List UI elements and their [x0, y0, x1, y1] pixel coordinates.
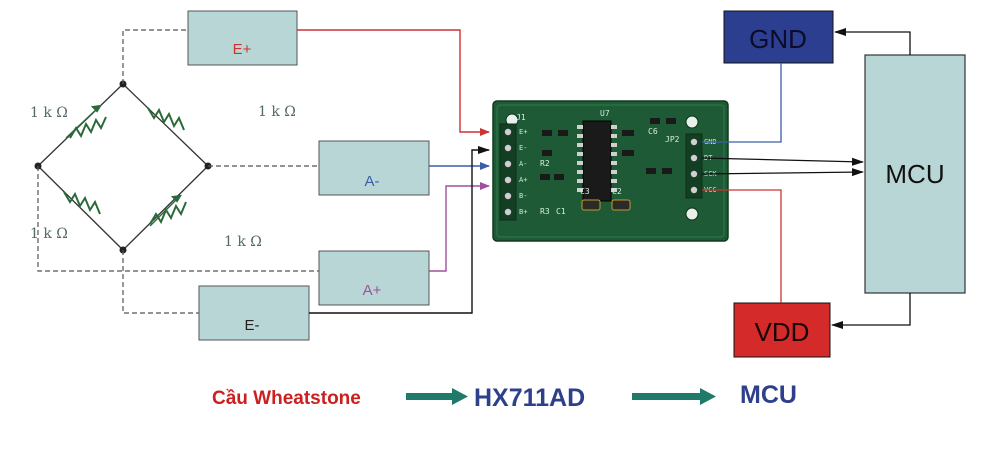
signal-label-a-minus: A- [365, 173, 380, 190]
svg-text:R3: R3 [540, 207, 550, 216]
flow-arrow [406, 388, 468, 405]
gnd-box: GND [723, 10, 834, 64]
signal-box-a-minus: A- [318, 140, 430, 196]
left-header: E+ E- A- A+ B- B+ [499, 123, 527, 221]
wire-data-lines [701, 157, 864, 177]
svg-text:C1: C1 [556, 207, 566, 216]
hx711-chip [577, 120, 617, 202]
flow-step-mcu: MCU [740, 381, 797, 409]
mounting-hole [685, 207, 699, 221]
resistor-label-bottom-left: 1 k Ω [30, 226, 68, 242]
wire-gnd [702, 28, 911, 143]
bridge-dashed-leads [37, 29, 319, 314]
pin-label-left: E- [519, 144, 527, 152]
svg-text:C3: C3 [580, 187, 590, 196]
vdd-box: VDD [733, 302, 831, 358]
resistor-label-bottom-right: 1 k Ω [224, 234, 262, 250]
resistor-top-right [147, 107, 185, 131]
svg-text:C2: C2 [612, 187, 622, 196]
svg-text:J1: J1 [516, 113, 526, 122]
mounting-hole [685, 115, 699, 129]
flow-step-wheatstone: Cầu Wheatstone [212, 388, 361, 409]
pin-label-left: A- [519, 160, 527, 168]
signal-box-a-plus: A+ [318, 250, 430, 306]
pin-label-left: E+ [519, 128, 527, 136]
signal-box-e-minus: E- [198, 285, 310, 341]
svg-text:U7: U7 [600, 109, 610, 118]
resistor-bottom-right [149, 194, 187, 227]
resistor-label-top-left: 1 k Ω [30, 105, 68, 121]
wire-e-plus [297, 29, 490, 136]
flow-arrow [632, 388, 716, 405]
flow-caption: Cầu Wheatstone HX711AD MCU [212, 381, 797, 412]
wire-vdd [702, 189, 911, 329]
gnd-label: GND [749, 24, 807, 54]
signal-label-a-plus: A+ [363, 282, 382, 299]
wire-a-plus [429, 182, 490, 272]
mcu-box: MCU [864, 54, 966, 294]
signal-label-e-plus: E+ [233, 41, 252, 58]
svg-text:C6: C6 [648, 127, 658, 136]
mcu-label: MCU [885, 159, 944, 189]
flow-step-hx711: HX711AD [474, 384, 585, 412]
pin-label-left: B- [519, 192, 527, 200]
svg-text:JP2: JP2 [665, 135, 680, 144]
vdd-label: VDD [755, 317, 810, 347]
wheatstone-bridge: 1 k Ω 1 k Ω 1 k Ω 1 k Ω [30, 80, 296, 254]
wire-e-minus [309, 146, 490, 314]
signal-label-e-minus: E- [245, 317, 260, 334]
pcb-components [540, 118, 676, 211]
pin-label-left: A+ [519, 176, 527, 184]
resistor-label-top-right: 1 k Ω [258, 104, 296, 120]
pin-label-left: B+ [519, 208, 527, 216]
hx711-module: E+ E- A- A+ B- B+ [492, 100, 729, 242]
pcb-silkscreen: J1 U7 JP2 C6 R3 R2 C1 C2 C3 [516, 109, 680, 216]
signal-box-e-plus: E+ [187, 10, 298, 66]
resistor-top-left [65, 104, 107, 139]
resistor-bottom-left [63, 191, 101, 215]
svg-text:R2: R2 [540, 159, 550, 168]
